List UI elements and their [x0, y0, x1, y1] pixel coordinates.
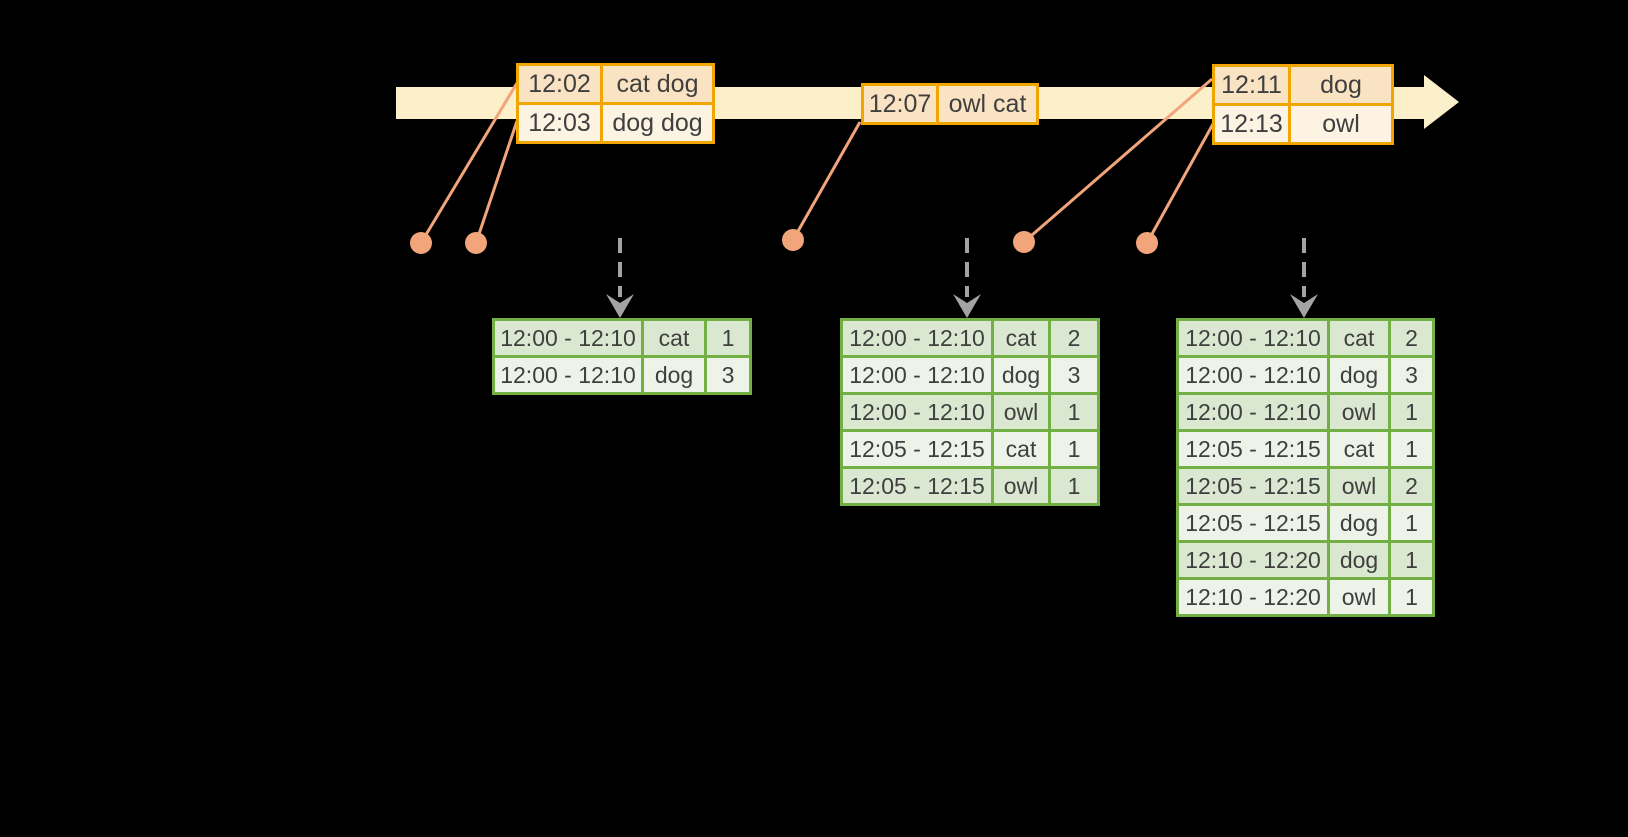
table-row: 12:00 - 12:10 dog 3 — [492, 355, 752, 395]
count-cell: 1 — [1388, 540, 1435, 580]
event-table-1: 12:02 cat dog 12:03 dog dog — [516, 63, 715, 144]
trigger-arrow-icon — [953, 238, 981, 318]
count-cell: 1 — [704, 318, 752, 358]
word-cell: owl — [1327, 392, 1391, 432]
table-row: 12:05 - 12:15 dog 1 — [1176, 503, 1435, 543]
result-table-1: 12:00 - 12:10 cat 1 12:00 - 12:10 dog 3 — [492, 318, 752, 395]
connector-line — [791, 121, 862, 241]
count-cell: 2 — [1048, 318, 1100, 358]
word-cell: cat — [1327, 318, 1391, 358]
connector-line — [1145, 123, 1215, 244]
table-row: 12:10 - 12:20 dog 1 — [1176, 540, 1435, 580]
event-dot — [1136, 232, 1158, 254]
window-cell: 12:10 - 12:20 — [1176, 577, 1330, 617]
count-cell: 1 — [1388, 429, 1435, 469]
word-cell: dog — [1327, 355, 1391, 395]
event-dot — [782, 229, 804, 251]
connector-line — [1023, 77, 1213, 244]
table-row: 12:00 - 12:10 cat 1 — [492, 318, 752, 358]
trigger-arrow-icon — [1290, 238, 1318, 318]
count-cell: 3 — [1388, 355, 1435, 395]
window-cell: 12:10 - 12:20 — [1176, 540, 1330, 580]
word-cell: cat — [1327, 429, 1391, 469]
event-time-cell: 12:11 — [1212, 64, 1291, 106]
table-row: 12:02 cat dog — [516, 63, 715, 105]
table-row: 12:05 - 12:15 cat 1 — [1176, 429, 1435, 469]
window-cell: 12:00 - 12:10 — [492, 355, 644, 395]
count-cell: 1 — [1388, 392, 1435, 432]
table-row: 12:03 dog dog — [516, 102, 715, 144]
window-cell: 12:00 - 12:10 — [840, 392, 994, 432]
event-words-cell: dog dog — [600, 102, 715, 144]
event-words-cell: owl cat — [936, 83, 1039, 125]
table-row: 12:13 owl — [1212, 103, 1394, 145]
trigger-arrow-icon — [606, 238, 634, 318]
event-time-cell: 12:02 — [516, 63, 603, 105]
window-cell: 12:00 - 12:10 — [1176, 355, 1330, 395]
event-words-cell: dog — [1288, 64, 1394, 106]
count-cell: 1 — [1388, 577, 1435, 617]
table-row: 12:00 - 12:10 owl 1 — [840, 392, 1100, 432]
word-cell: dog — [641, 355, 707, 395]
table-row: 12:00 - 12:10 dog 3 — [840, 355, 1100, 395]
word-cell: owl — [1327, 466, 1391, 506]
count-cell: 1 — [1048, 392, 1100, 432]
word-cell: cat — [641, 318, 707, 358]
count-cell: 3 — [704, 355, 752, 395]
table-row: 12:00 - 12:10 cat 2 — [840, 318, 1100, 358]
event-dot — [410, 232, 432, 254]
word-cell: owl — [1327, 577, 1391, 617]
count-cell: 2 — [1388, 466, 1435, 506]
word-cell: dog — [991, 355, 1051, 395]
word-cell: owl — [991, 392, 1051, 432]
event-time-cell: 12:13 — [1212, 103, 1291, 145]
connector-line — [419, 82, 519, 244]
table-row: 12:00 - 12:10 dog 3 — [1176, 355, 1435, 395]
count-cell: 1 — [1048, 429, 1100, 469]
window-cell: 12:00 - 12:10 — [840, 318, 994, 358]
table-row: 12:07 owl cat — [861, 83, 1039, 125]
word-cell: dog — [1327, 503, 1391, 543]
count-cell: 2 — [1388, 318, 1435, 358]
event-table-3: 12:11 dog 12:13 owl — [1212, 64, 1394, 145]
window-cell: 12:00 - 12:10 — [1176, 318, 1330, 358]
event-table-2: 12:07 owl cat — [861, 83, 1039, 125]
table-row: 12:10 - 12:20 owl 1 — [1176, 577, 1435, 617]
table-row: 12:05 - 12:15 owl 1 — [840, 466, 1100, 506]
event-words-cell: owl — [1288, 103, 1394, 145]
window-cell: 12:00 - 12:10 — [1176, 392, 1330, 432]
event-dot — [465, 232, 487, 254]
table-row: 12:00 - 12:10 cat 2 — [1176, 318, 1435, 358]
word-cell: dog — [1327, 540, 1391, 580]
count-cell: 1 — [1048, 466, 1100, 506]
timeline-arrowhead-icon — [1424, 75, 1459, 129]
table-row: 12:00 - 12:10 owl 1 — [1176, 392, 1435, 432]
word-cell: cat — [991, 429, 1051, 469]
result-table-3: 12:00 - 12:10 cat 2 12:00 - 12:10 dog 3 … — [1176, 318, 1435, 617]
window-cell: 12:05 - 12:15 — [840, 466, 994, 506]
table-row: 12:05 - 12:15 owl 2 — [1176, 466, 1435, 506]
event-time-cell: 12:07 — [861, 83, 939, 125]
count-cell: 1 — [1388, 503, 1435, 543]
window-cell: 12:00 - 12:10 — [840, 355, 994, 395]
result-table-2: 12:00 - 12:10 cat 2 12:00 - 12:10 dog 3 … — [840, 318, 1100, 506]
window-cell: 12:00 - 12:10 — [492, 318, 644, 358]
window-cell: 12:05 - 12:15 — [1176, 429, 1330, 469]
word-cell: owl — [991, 466, 1051, 506]
event-words-cell: cat dog — [600, 63, 715, 105]
event-dot — [1013, 231, 1035, 253]
table-row: 12:05 - 12:15 cat 1 — [840, 429, 1100, 469]
word-cell: cat — [991, 318, 1051, 358]
event-time-cell: 12:03 — [516, 102, 603, 144]
connector-line — [474, 120, 519, 244]
window-cell: 12:05 - 12:15 — [1176, 466, 1330, 506]
table-row: 12:11 dog — [1212, 64, 1394, 106]
window-cell: 12:05 - 12:15 — [840, 429, 994, 469]
count-cell: 3 — [1048, 355, 1100, 395]
window-cell: 12:05 - 12:15 — [1176, 503, 1330, 543]
